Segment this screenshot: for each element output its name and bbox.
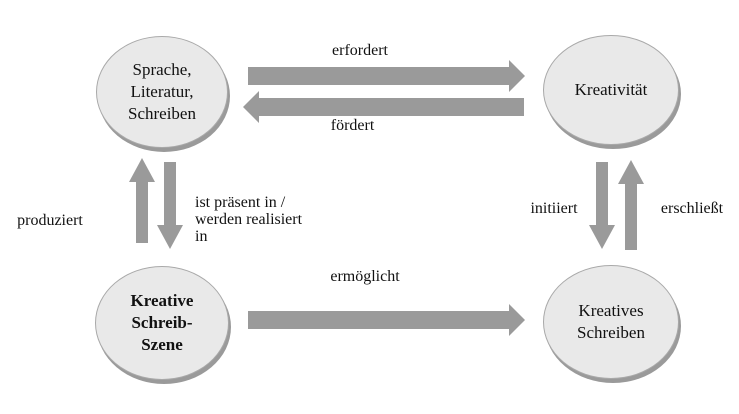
node-label-line: Kreativität <box>574 80 648 99</box>
node-label-line: Sprache, <box>132 60 192 79</box>
edge-label-erfordert: erfordert <box>332 42 388 59</box>
arrow-right-ermoeglicht <box>248 304 525 336</box>
node-kreative-schreib-szene: Kreative Schreib- Szene <box>95 266 229 380</box>
node-label-line: Schreib- <box>131 313 193 332</box>
edge-label-line: ist präsent in / <box>195 194 286 211</box>
edge-label-erschliesst: erschließt <box>660 200 724 217</box>
arrow-right-erfordert <box>248 60 525 92</box>
edge-label-line: werden realisiert <box>195 211 303 228</box>
edge-label-foerdert: fördert <box>330 117 375 134</box>
arrow-down-initiiert <box>589 162 615 249</box>
edge-label-praesent-in: ist präsent in / werden realisiert in <box>195 194 325 245</box>
edge-label-line: in <box>195 228 208 245</box>
node-label-line: Schreiben <box>577 323 645 342</box>
edge-label-produziert: produziert <box>17 212 83 229</box>
node-label-line: Literatur, <box>130 82 194 101</box>
arrow-up-produziert <box>129 158 155 243</box>
node-sprache-literatur-schreiben: Sprache, Literatur, Schreiben <box>96 36 228 148</box>
node-kreatives-schreiben: Kreatives Schreiben <box>543 265 679 379</box>
arrow-down-praesent-in <box>157 162 183 249</box>
node-kreativitaet: Kreativität <box>543 35 679 145</box>
edge-label-ermoeglicht: ermöglicht <box>330 268 400 285</box>
node-label-line: Kreatives <box>578 301 644 320</box>
node-label-line: Schreiben <box>128 104 196 123</box>
node-label-line: Kreative <box>130 291 194 310</box>
arrow-up-erschliesst <box>618 160 644 250</box>
arrow-left-foerdert <box>243 91 524 123</box>
node-label-line: Szene <box>141 335 183 354</box>
edge-label-initiiert: initiiert <box>530 200 578 217</box>
